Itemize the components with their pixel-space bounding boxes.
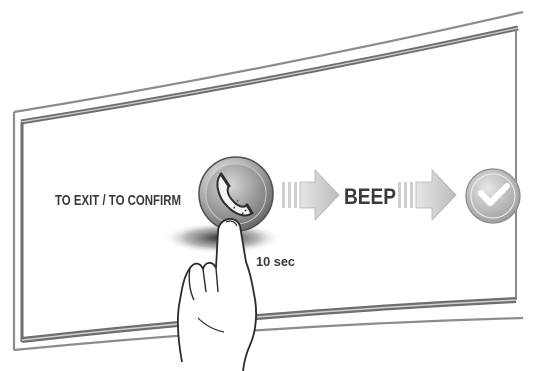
duration-label: 10 sec bbox=[256, 254, 295, 269]
arrow-right-icon bbox=[282, 170, 339, 220]
beep-label: BEEP bbox=[344, 184, 396, 209]
arrow-right-icon bbox=[398, 170, 456, 220]
exit-confirm-label: TO EXIT / TO CONFIRM bbox=[55, 192, 181, 209]
checkmark-icon bbox=[466, 169, 520, 223]
